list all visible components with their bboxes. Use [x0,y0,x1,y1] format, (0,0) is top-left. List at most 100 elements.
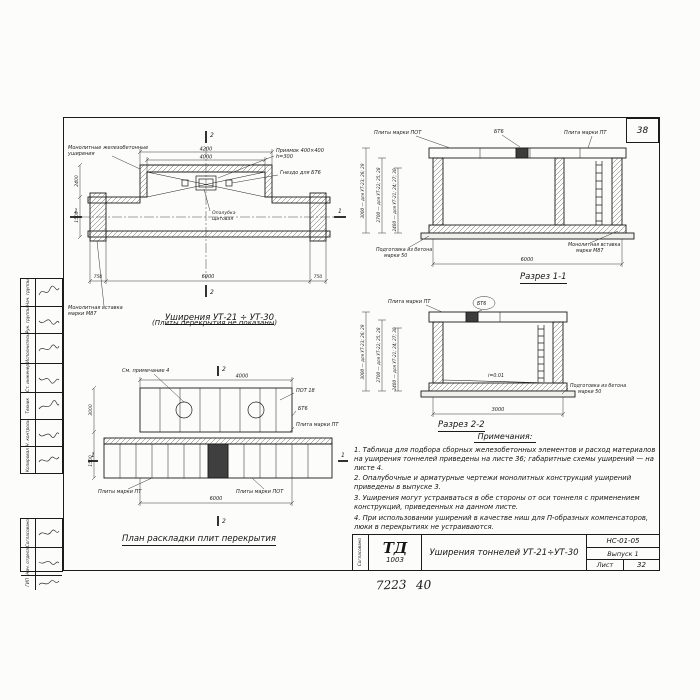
handwritten-number-right: 40 [415,577,432,593]
left-stamp-lower: Согласовано Нач. отдела ГИП [20,518,63,590]
logo-year: 1003 [386,556,404,564]
label-beam: БТ6 [298,406,308,412]
callout-nest: Гнездо для БТ6 [280,170,321,176]
note-item: 1. Таблица для подбора сборных железобет… [354,446,656,472]
callout-pit: h=300 [276,154,293,160]
dimension-bottom: 750 6000 750 [87,241,329,284]
label-slabs-pt: Плиты марки ПТ [98,489,142,495]
signature [36,420,62,446]
monolithic-inserts [89,192,327,242]
stamp-row: Ст. инженер [21,364,62,394]
dimension-bottom: 6000 [430,239,625,267]
sheet-word: Лист [587,560,624,570]
signature [36,519,62,547]
plan-top-title: Уширения УТ-21 ÷ УТ-30 [165,313,275,325]
notes-block: Примечания: 1. Таблица для подбора сборн… [354,424,656,533]
section-mark-2: 2 [222,366,226,373]
corridor-slabs [103,437,333,479]
corridor-walls [87,196,331,238]
stamp-label: Н. контроль [24,419,30,447]
signature [36,364,62,392]
organization-logo: ТД 1003 [369,535,422,570]
stamp-label: Ст. инженер [24,364,30,393]
section-1-1-title: Разрез 1-1 [520,272,567,284]
dim-text: 3000 [492,407,505,413]
dim-text: 4200 [200,147,213,153]
label-slab-right: Плита марки ПТ [564,130,607,136]
callout-formwork: Опалубка [212,210,236,216]
signature [36,307,62,333]
issue-number: Выпуск 1 [587,548,659,560]
stamp-row: Копировал [21,447,62,474]
notes-header: Примечания: [473,432,537,443]
plan-callouts: Монолитные железобетонные уширения Приям… [67,145,324,317]
stamp-label: Рук. группы [24,306,30,334]
label-slab: Плита марки ПТ [388,299,431,305]
corner-sheet-number: 38 [636,125,649,136]
label-slabs-pot: Плиты марки ПОТ [236,489,284,495]
stamp-row: Рук. группы [21,306,62,335]
dimensions: 4000 6000 3000 1500 [88,374,295,506]
dimension-left: 2400 1500 [74,162,83,240]
stamp-label: Копировал [24,448,30,473]
section-mark-2: 2 [210,132,214,139]
note-item: 3. Уширения могут устраиваться в обе сто… [354,494,640,511]
variant-dim-label: 2700 — для УТ-22; 25; 28 [376,167,381,222]
stamp-label: ГИП [24,578,30,588]
stamp-label: Согласовано [24,519,30,548]
ladder [595,161,603,225]
dimension-top: 4200 4000 [137,147,275,172]
stamp-row: Нач. отдела [21,548,62,576]
variant-dim-label: 3000 — для УТ-23; 26; 29 [360,163,365,218]
widening-slabs [139,387,293,433]
dim-text: 6000 [521,257,534,263]
dim-text: 6000 [202,274,215,280]
variant-dim-label: 3000 — для УТ-23; 26; 29 [360,324,365,379]
label-slab: Плита марки ПТ [296,422,339,428]
label-beam: БТ6 [494,129,504,135]
label-base: Подготовка из бетона [376,247,432,253]
plan-top-drawing: 4200 4000 750 6000 750 2400 1500 1 1 2 2 [67,131,346,317]
corner-sheet-number-box: 38 [626,118,659,143]
label-beam: БТ6 [477,301,486,307]
section-marks: 1 1 2 2 [88,366,348,526]
callout-monolith: Монолитные железобетонные [68,145,148,151]
title-block: Согласовано ТД 1003 Уширения тоннелей УТ… [352,534,660,571]
signature [36,334,62,363]
signature [36,279,62,306]
plan-labels: См. примечание 4 ПОТ 18 БТ6 Плита марки … [98,368,339,495]
label-slabs-left: Плиты марки ПОТ [374,130,422,136]
label-pot: ПОТ 18 [296,388,315,394]
section-mark-2: 2 [210,289,214,296]
label-insert: марки М87 [576,248,603,254]
dimension-bottom: 3000 [430,397,566,417]
stamp-label: Техник [24,398,30,414]
dim-text: 4000 [200,155,213,161]
note-item: 2. Опалубочные и арматурные чертежи моно… [354,474,632,492]
plan-top-subtitle: (Плиты перекрытия не показаны) [152,319,278,327]
left-stamp-upper: Нач. группы Рук. группы Исполнитель Ст. … [20,278,63,474]
dim-text: 4000 [236,374,249,380]
slab-layout-plan-title: План раскладки плит перекрытия [122,534,276,546]
variant-dim-label: 2400 — для УТ-21; 24; 27; 30 [392,168,397,231]
dim-text: 2400 [74,175,80,187]
titleblock-side-label: Согласовано [357,538,363,567]
section-labels: Плита марки ПТ БТ6 i=0.01 Подготовка из … [388,296,626,395]
label-slope: i=0.01 [488,373,504,379]
ladder [537,325,545,382]
section-mark-1: 1 [91,452,95,459]
section-2-2-drawing: 3000 — для УТ-23; 26; 29 2700 — для УТ-2… [360,296,626,417]
stamp-row: ГИП [21,575,62,590]
callout-formwork: щитовая [212,217,233,222]
callout-pit: Приямок 400×400 [276,148,324,154]
slab-layout-plan-drawing: 1 1 2 2 4000 6000 3000 1500 См. примечан… [88,366,348,526]
stamp-row: Нач. группы [21,279,62,307]
logo-text: ТД [382,539,408,557]
dim-text: 750 [314,274,323,280]
label-note-ref: См. примечание 4 [122,368,169,374]
callout-insert: Монолитная вставка [68,305,123,311]
document-code: НС-01-05 [587,535,659,548]
section-2-2-title: Разрез 2-2 [438,420,485,432]
handwritten-number-left: 7223 [375,577,407,593]
